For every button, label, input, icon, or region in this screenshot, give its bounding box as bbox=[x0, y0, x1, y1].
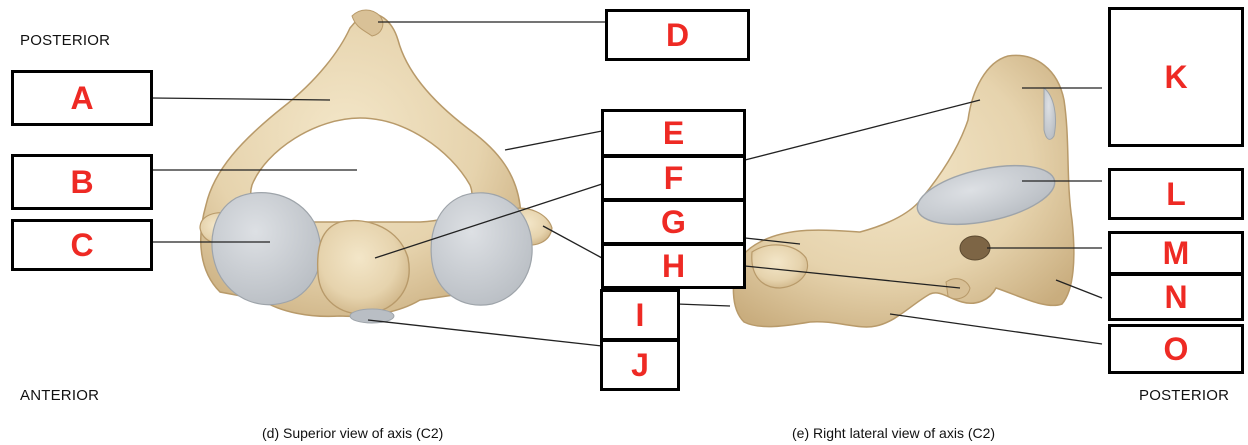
leader-g-left bbox=[543, 226, 602, 258]
label-box-b[interactable]: B bbox=[11, 154, 153, 210]
superior-view-axis bbox=[200, 10, 552, 323]
leader-e bbox=[505, 131, 602, 150]
label-box-h[interactable]: H bbox=[601, 243, 746, 289]
caption-lateral-view: (e) Right lateral view of axis (C2) bbox=[792, 425, 995, 441]
label-box-i[interactable]: I bbox=[600, 289, 680, 341]
right-articular-facet bbox=[431, 193, 532, 305]
label-box-g[interactable]: G bbox=[601, 199, 746, 245]
label-box-m[interactable]: M bbox=[1108, 231, 1244, 275]
label-box-d[interactable]: D bbox=[605, 9, 750, 61]
orientation-posterior-right: POSTERIOR bbox=[1139, 387, 1229, 404]
left-articular-facet bbox=[212, 193, 321, 305]
label-box-o[interactable]: O bbox=[1108, 324, 1244, 374]
caption-superior-view: (d) Superior view of axis (C2) bbox=[262, 425, 443, 441]
label-box-n[interactable]: N bbox=[1108, 273, 1244, 321]
lateral-view-axis bbox=[733, 55, 1073, 327]
label-box-a[interactable]: A bbox=[11, 70, 153, 126]
leader-k-lat bbox=[745, 100, 980, 160]
label-box-l[interactable]: L bbox=[1108, 168, 1244, 220]
dens-lateral bbox=[752, 245, 808, 288]
label-box-j[interactable]: J bbox=[600, 339, 680, 391]
label-box-k[interactable]: K bbox=[1108, 7, 1244, 147]
label-box-f[interactable]: F bbox=[601, 155, 746, 201]
leader-j bbox=[368, 320, 602, 346]
transverse-foramen bbox=[960, 236, 990, 260]
leader-i bbox=[677, 304, 730, 306]
leader-o bbox=[890, 314, 1102, 344]
orientation-posterior-left: POSTERIOR bbox=[20, 32, 110, 49]
orientation-anterior-left: ANTERIOR bbox=[20, 387, 99, 404]
label-box-e[interactable]: E bbox=[601, 109, 746, 157]
label-box-c[interactable]: C bbox=[11, 219, 153, 271]
